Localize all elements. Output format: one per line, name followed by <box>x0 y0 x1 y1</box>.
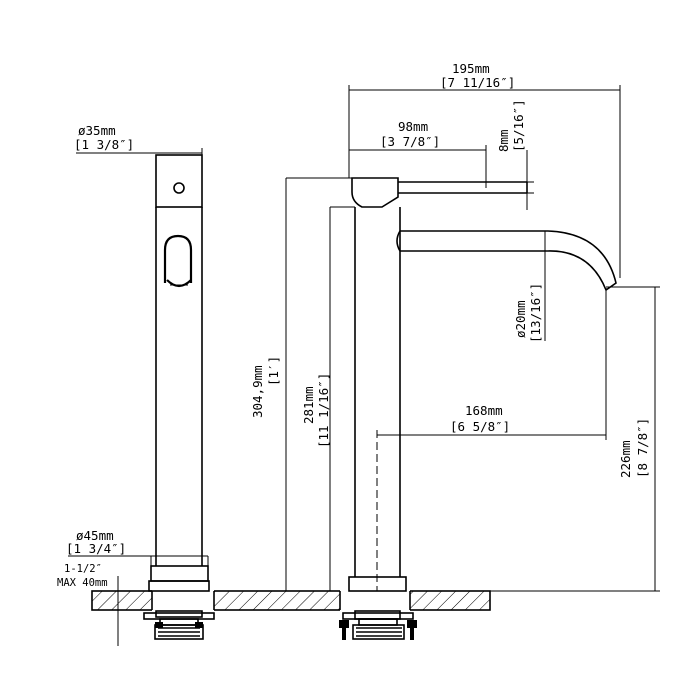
spout-height-dim: 226mm [8 7/8″] <box>490 286 660 592</box>
handle-thickness-dim: 8mm [5/16″] <box>496 99 534 210</box>
overall-height-imperial: [1′] <box>266 356 281 386</box>
handle-thickness-metric: 8mm <box>496 129 511 152</box>
spout-reach-imperial: [6 5/8″] <box>450 419 510 434</box>
aerator-outline <box>163 234 193 283</box>
overall-height-dim: 304,9mm [1′] <box>250 177 352 591</box>
handle-pivot-icon <box>173 182 185 194</box>
base-diameter-metric: ø45mm <box>76 528 114 543</box>
overall-depth-imperial: [7 11/16″] <box>440 75 515 90</box>
spout-diameter-dim: ø20mm [13/16″] <box>513 230 551 343</box>
countertop-deck <box>91 590 491 611</box>
side-top-diameter-dim: ø35mm [1 3/8″] <box>74 123 203 158</box>
overall-depth-dim: 195mm [7 11/16″] <box>348 61 621 278</box>
handle-length-imperial: [3 7/8″] <box>380 134 440 149</box>
spout-height-metric: 226mm <box>618 440 633 478</box>
side-view-faucet <box>143 154 215 640</box>
deck-thickness-line2: MAX 40mm <box>57 577 108 589</box>
spout <box>400 230 617 292</box>
spout-height-imperial: [8 7/8″] <box>635 418 650 478</box>
spout-reach-metric: 168mm <box>465 403 503 418</box>
handle-length-dim: 98mm [3 7/8″] <box>349 119 487 188</box>
deck-thickness-line1: 1-1/2″ <box>64 563 102 575</box>
overall-depth-metric: 195mm <box>452 61 490 76</box>
base-diameter-imperial: [1 3/4″] <box>66 541 126 556</box>
spout-diameter-imperial: [13/16″] <box>528 283 543 343</box>
handle-length-metric: 98mm <box>398 119 428 134</box>
top-diameter-imperial: [1 3/8″] <box>74 137 134 152</box>
side-base-diameter-dim: ø45mm [1 3/4″] <box>66 528 209 566</box>
body-height-metric: 281mm <box>301 386 316 424</box>
spout-reach-dim: 168mm [6 5/8″] <box>376 288 607 591</box>
front-view-faucet <box>339 177 617 640</box>
top-diameter-metric: ø35mm <box>78 123 116 138</box>
spout-diameter-metric: ø20mm <box>513 300 528 338</box>
overall-height-metric: 304,9mm <box>250 365 265 418</box>
handle-thickness-imperial: [5/16″] <box>511 99 526 152</box>
deck-thickness-dim: 1-1/2″ MAX 40mm <box>57 563 124 646</box>
body-height-imperial: [11 1/16″] <box>316 373 331 448</box>
body-height-dim: 281mm [11 1/16″] <box>301 206 355 591</box>
lever-handle-head <box>351 177 399 208</box>
